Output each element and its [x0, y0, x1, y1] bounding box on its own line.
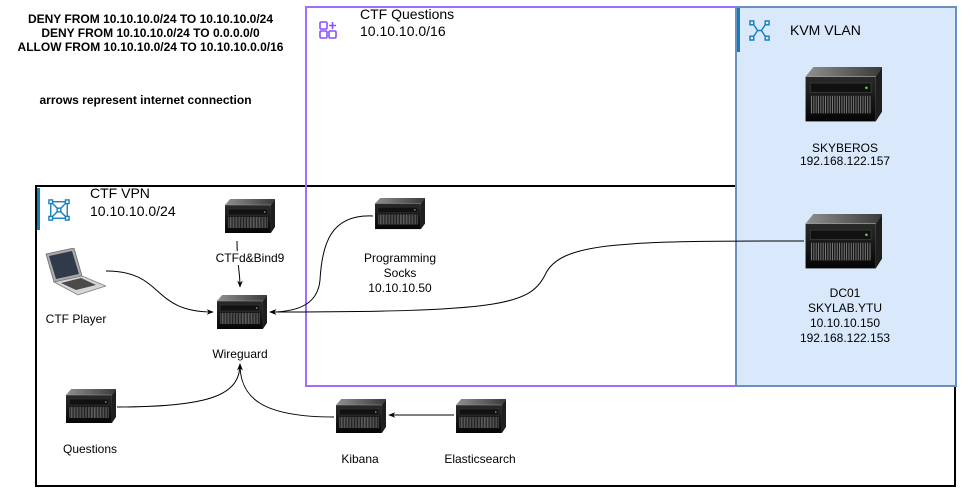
node-dc01-label: DC01 SKYLAB.YTU 10.10.10.150 192.168.122… — [785, 286, 905, 346]
server-icon — [224, 199, 275, 234]
group-ctf-questions — [305, 6, 738, 387]
server-icon — [335, 399, 386, 434]
subnet-icon — [48, 199, 70, 221]
accent-bar — [737, 8, 740, 52]
node-name: DC01 — [829, 286, 861, 300]
node-address: 10.10.10.50 — [368, 281, 432, 295]
firewall-rule: ALLOW FROM 10.10.10.0/24 TO 10.10.10.0.0… — [17, 40, 284, 54]
node-name: CTFd&Bind9 — [215, 251, 285, 265]
firewall-rule: DENY FROM 10.10.10.0/24 TO 10.10.10.0/24 — [27, 12, 274, 26]
node-ctf-player-label: CTF Player — [26, 312, 126, 326]
node-name: Wireguard — [212, 347, 268, 361]
server-icon — [805, 214, 882, 269]
node-elasticsearch-label: Elasticsearch — [430, 452, 530, 466]
server-icon — [216, 295, 267, 330]
node-address: 192.168.122.153 — [799, 331, 891, 345]
group-kvm-vlan-title: KVM VLAN — [790, 22, 861, 39]
node-name: CTF Player — [45, 312, 107, 326]
node-skyberos-label: SKYBEROS 192.168.122.157 — [785, 142, 905, 168]
node-programming-socks-label: Programming Socks 10.10.10.50 — [350, 251, 450, 296]
node-address: 10.10.10.150 — [809, 316, 881, 330]
node-ctfd-bind9-label: CTFd&Bind9 — [200, 251, 300, 265]
accent-bar — [37, 188, 40, 230]
group-subnet: 10.10.10.0/24 — [90, 203, 176, 219]
node-name: Elasticsearch — [444, 452, 516, 466]
legend-note: arrows represent internet connection — [39, 93, 252, 107]
node-name: Questions — [62, 442, 118, 456]
group-title: CTF Questions — [360, 6, 455, 22]
group-ctf-questions-title: CTF Questions 10.10.10.0/16 — [360, 6, 454, 40]
node-questions-label: Questions — [40, 442, 140, 456]
node-name: Programming — [363, 251, 437, 265]
firewall-rules: DENY FROM 10.10.10.0/24 TO 10.10.10.0/24… — [0, 12, 301, 54]
group-subnet: 10.10.10.0/16 — [360, 23, 446, 39]
group-ctf-vpn-title: CTF VPN 10.10.10.0/24 — [90, 184, 176, 220]
firewall-rule: DENY FROM 10.10.10.0/24 TO 0.0.0.0/0 — [41, 26, 260, 40]
group-icon — [319, 21, 337, 39]
network-icon — [749, 20, 770, 41]
server-icon — [374, 198, 425, 230]
node-kibana-label: Kibana — [310, 452, 410, 466]
group-title: KVM VLAN — [790, 22, 861, 38]
node-name: Socks — [383, 266, 417, 280]
server-icon — [455, 399, 506, 434]
node-name: Kibana — [341, 452, 379, 466]
node-name: SKYBEROS — [811, 141, 879, 155]
laptop-icon — [45, 248, 106, 296]
node-wireguard-label: Wireguard — [190, 347, 290, 361]
node-domain: SKYLAB.YTU — [807, 301, 883, 315]
node-address: 192.168.122.157 — [799, 154, 891, 168]
group-title: CTF VPN — [90, 185, 150, 201]
server-icon — [65, 389, 116, 424]
server-icon — [805, 67, 882, 122]
